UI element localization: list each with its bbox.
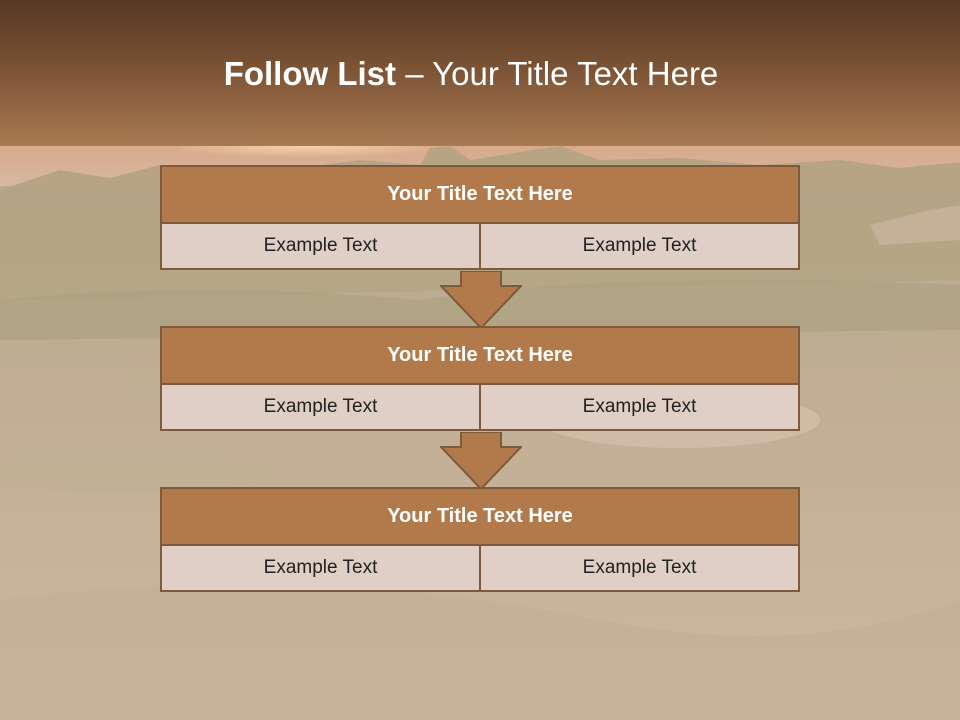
slide-title: Follow List – Your Title Text Here — [0, 55, 942, 93]
step-3-left-text: Example Text — [162, 546, 479, 590]
follow-step-2: Your Title Text Here Example Text Exampl… — [160, 326, 800, 431]
step-1-right-text: Example Text — [481, 224, 798, 268]
step-3-title: Your Title Text Here — [162, 489, 798, 544]
step-2-right-text: Example Text — [481, 385, 798, 429]
slide-title-rest: – Your Title Text Here — [396, 55, 719, 92]
follow-step-3: Your Title Text Here Example Text Exampl… — [160, 487, 800, 592]
down-arrow-icon — [440, 432, 522, 490]
step-1-title: Your Title Text Here — [162, 167, 798, 222]
follow-step-1: Your Title Text Here Example Text Exampl… — [160, 165, 800, 270]
title-banner — [0, 0, 960, 146]
step-2-title: Your Title Text Here — [162, 328, 798, 383]
down-arrow-icon — [440, 271, 522, 329]
step-2-left-text: Example Text — [162, 385, 479, 429]
slide-title-bold: Follow List — [223, 55, 397, 92]
step-3-right-text: Example Text — [481, 546, 798, 590]
step-1-left-text: Example Text — [162, 224, 479, 268]
